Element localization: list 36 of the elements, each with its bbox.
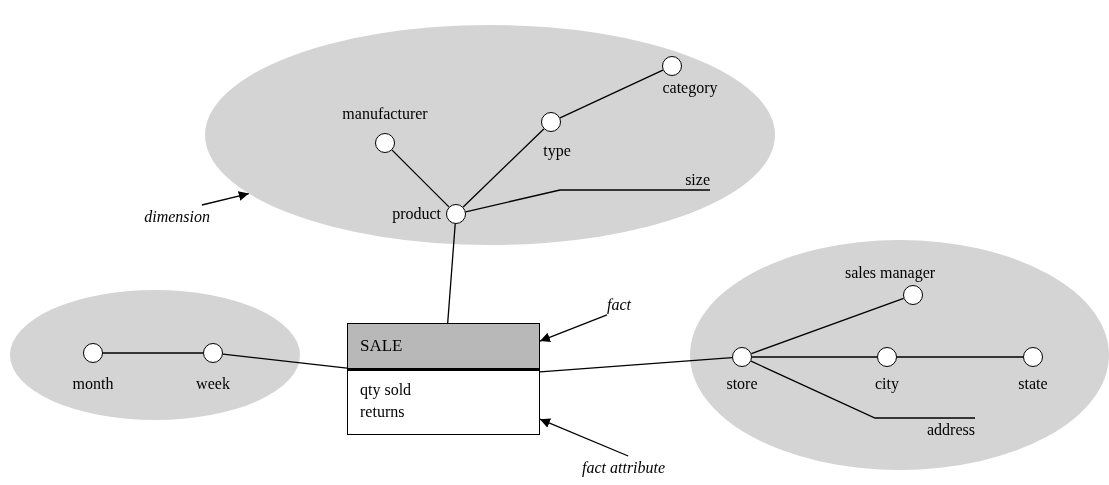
connector-line <box>750 297 905 355</box>
arrow <box>539 314 608 343</box>
attribute-label: product <box>392 204 441 224</box>
dimension-ellipse <box>690 240 1109 470</box>
fact-attribute-text: returns <box>359 402 406 422</box>
connector-line <box>751 356 878 358</box>
attribute-label: sales manager <box>844 263 936 283</box>
connector-line <box>539 357 733 373</box>
connector-line <box>896 356 1024 358</box>
dimension-ellipse <box>10 290 300 420</box>
attribute-label: city <box>875 374 899 394</box>
connector-line <box>559 69 664 119</box>
annotation-text: dimension <box>95 205 210 229</box>
attribute-label: category <box>662 78 718 98</box>
fact-attribute-text: qty sold <box>359 380 413 401</box>
attribute-label: month <box>72 374 114 394</box>
attribute-label: week <box>196 374 230 394</box>
arrow <box>201 191 250 206</box>
connector-line <box>222 353 348 369</box>
annotation-text: fact <box>607 293 657 317</box>
attribute-label: state <box>1018 374 1048 394</box>
attribute-text: address <box>895 418 975 442</box>
connector-line <box>750 360 976 419</box>
entity-box <box>347 323 540 435</box>
connector-line <box>462 128 545 208</box>
arrow <box>539 418 629 457</box>
connector-line <box>465 189 711 213</box>
connector-line <box>447 223 456 324</box>
attribute-label: type <box>543 141 571 161</box>
attribute-label: manufacturer <box>342 104 428 124</box>
connector-line <box>102 352 204 354</box>
annotation-text: fact attribute <box>582 456 732 480</box>
attribute-label: store <box>726 374 758 394</box>
connector-line <box>391 149 450 208</box>
attribute-text: size <box>640 170 710 190</box>
entity-name: SALE <box>348 324 539 371</box>
